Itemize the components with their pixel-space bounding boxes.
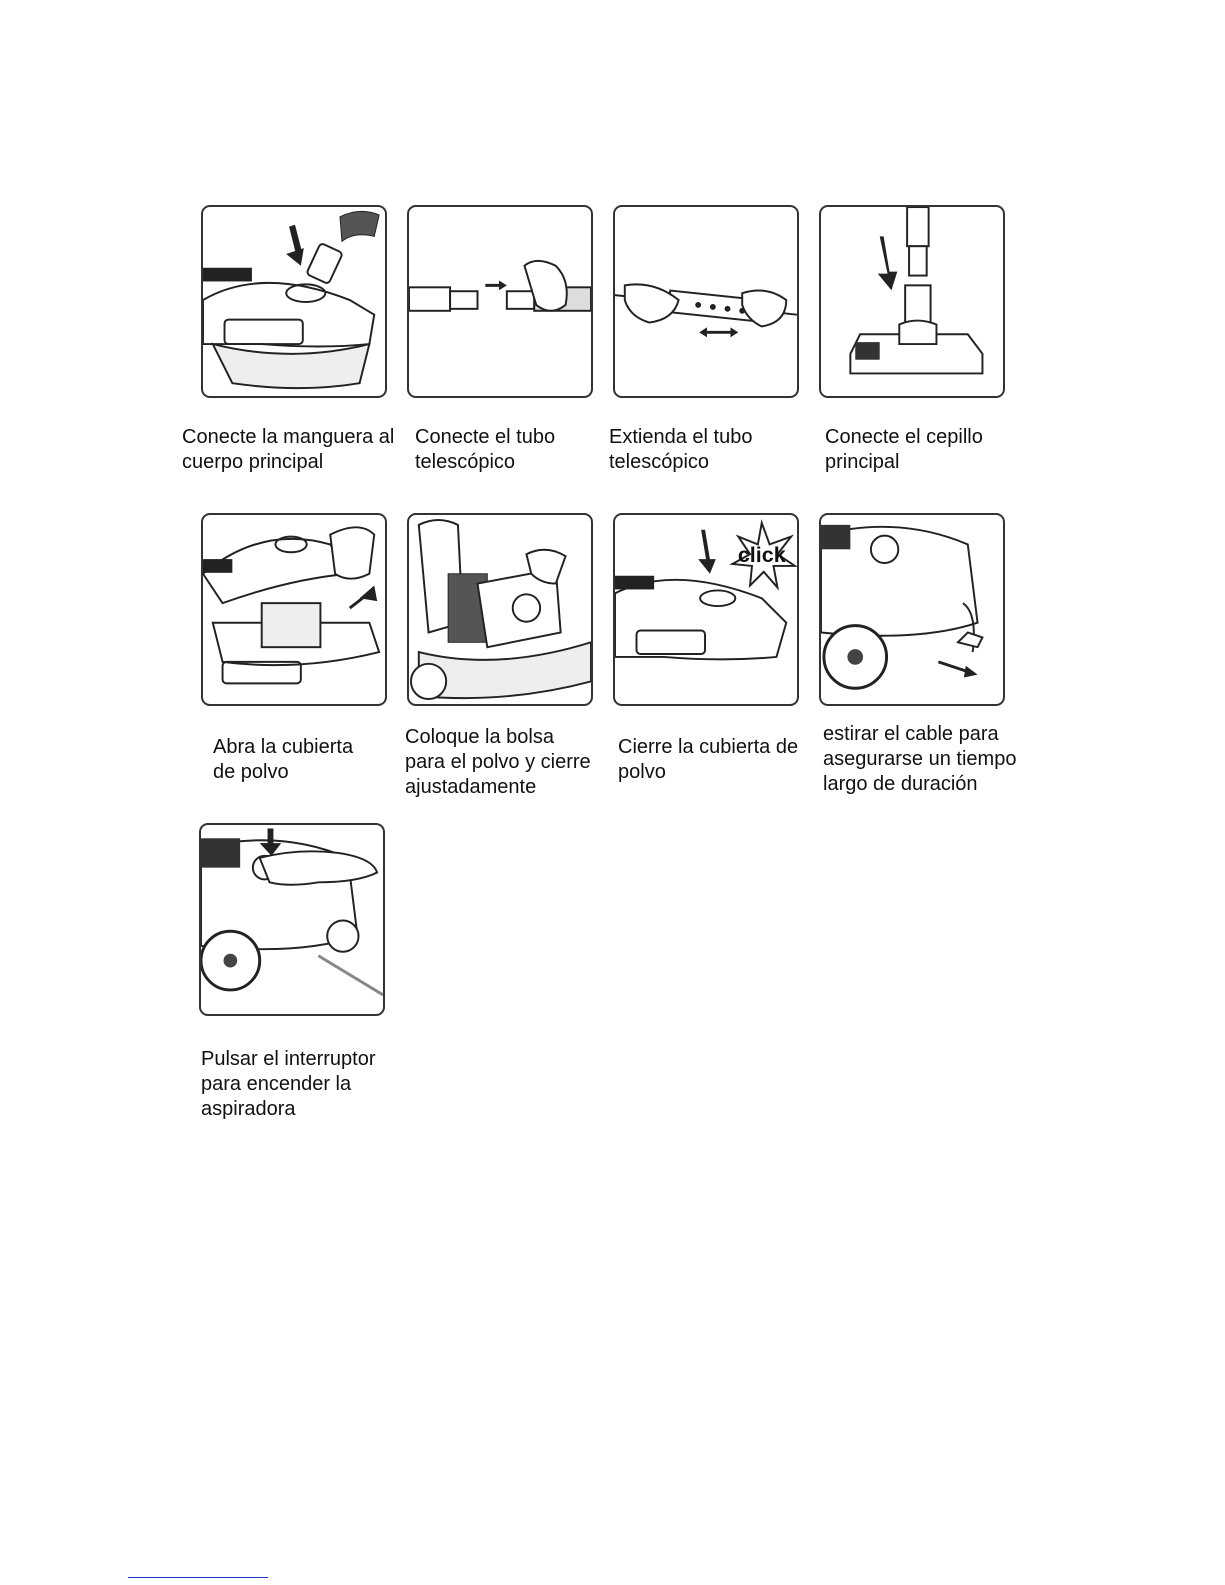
step-9-illustration — [199, 823, 385, 1016]
step-1-caption: Conecte la manguera al cuerpo principal — [182, 425, 394, 475]
tube-connect-icon — [409, 207, 591, 396]
step-8-illustration — [819, 513, 1005, 706]
insert-bag-icon — [409, 515, 591, 704]
step-7-illustration: click — [613, 513, 799, 706]
step-6-illustration — [407, 513, 593, 706]
pull-cable-icon — [821, 515, 1003, 704]
click-label: click — [738, 543, 786, 567]
close-cover-icon: click — [615, 515, 797, 704]
hose-connect-icon — [203, 207, 385, 396]
step-4-caption: Conecte el cepillo principal — [825, 425, 983, 475]
step-2-illustration — [407, 205, 593, 398]
step-5-illustration — [201, 513, 387, 706]
step-1-illustration — [201, 205, 387, 398]
step-8-caption: estirar el cable para asegurarse un tiem… — [823, 722, 1016, 797]
step-5-caption: Abra la cubierta de polvo — [213, 735, 353, 785]
step-3-caption: Extienda el tubo telescópico — [609, 425, 752, 475]
step-2-caption: Conecte el tubo telescópico — [415, 425, 555, 475]
step-9-caption: Pulsar el interruptor para encender la a… — [201, 1047, 376, 1122]
step-7-caption: Cierre la cubierta de polvo — [618, 735, 798, 785]
step-6-caption: Coloque la bolsa para el polvo y cierre … — [405, 725, 591, 800]
footnote-separator — [128, 1577, 268, 1578]
tube-extend-icon — [615, 207, 797, 396]
step-3-illustration — [613, 205, 799, 398]
step-4-illustration — [819, 205, 1005, 398]
open-cover-icon — [203, 515, 385, 704]
power-switch-icon — [201, 825, 383, 1014]
brush-connect-icon — [821, 207, 1003, 396]
